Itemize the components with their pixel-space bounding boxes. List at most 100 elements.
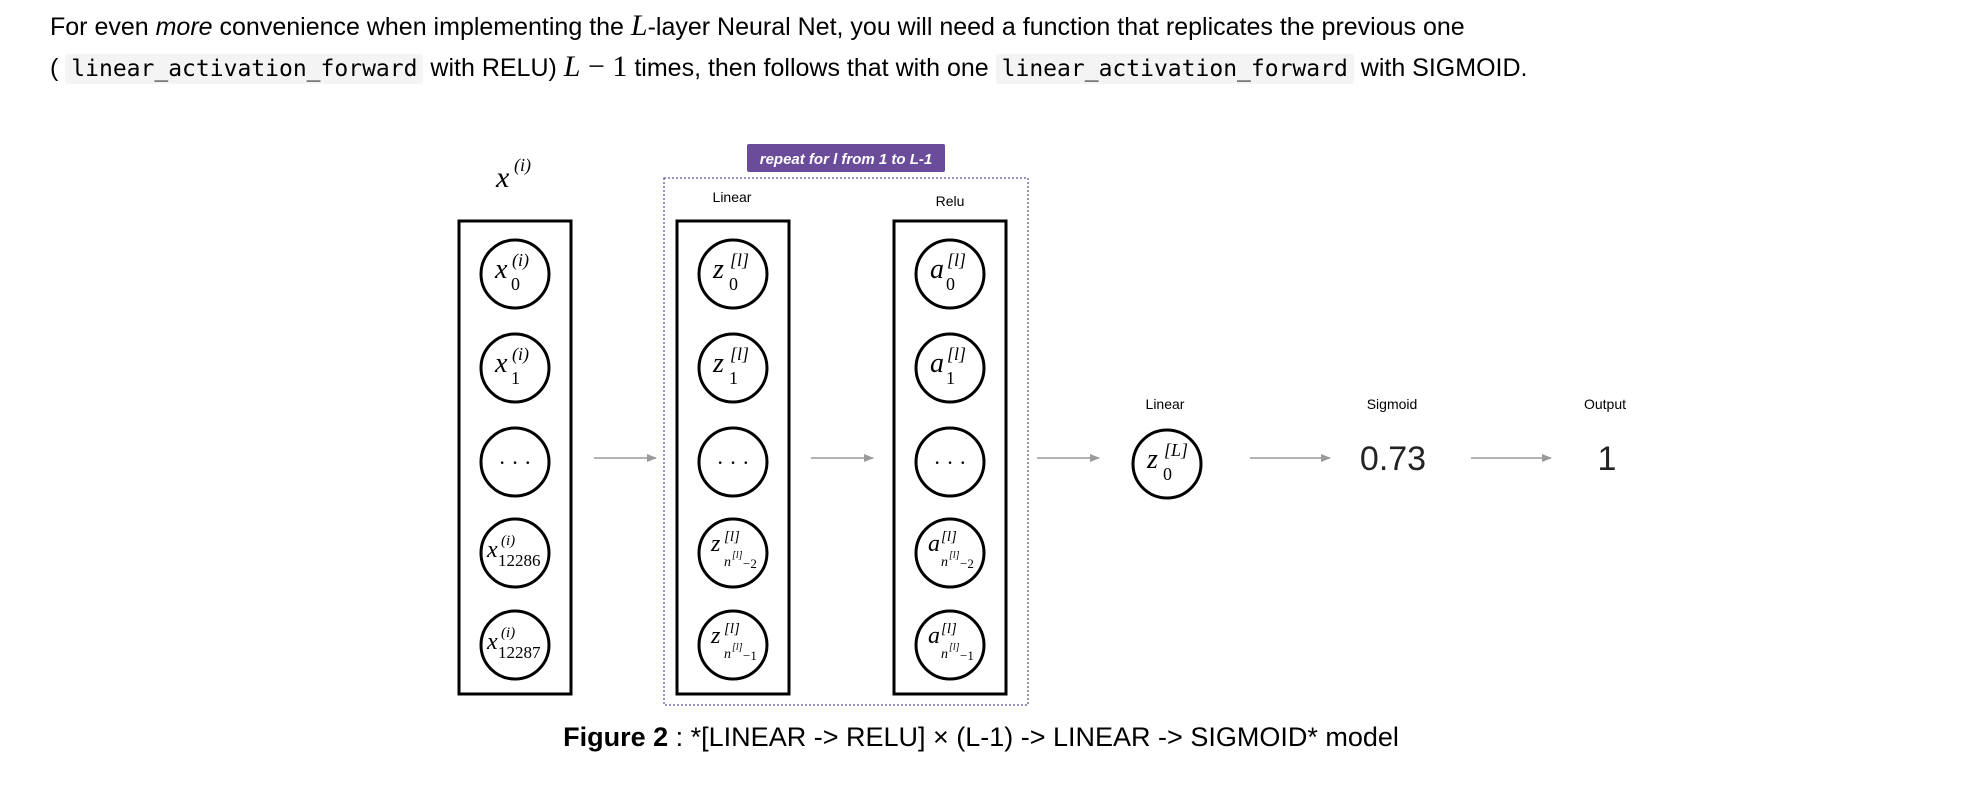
node-sub-tail: −1 — [960, 648, 974, 663]
relu-node: a[l]0 — [914, 238, 986, 310]
node-sub-sup: [l] — [732, 642, 743, 653]
linear-nodes: z[l]0z[l]1· · ·z[l]n[l]−2z[l]n[l]−1 — [697, 238, 769, 681]
node-base: x — [486, 629, 498, 655]
node-sub-sup: [l] — [732, 550, 743, 561]
node-sup: (i) — [512, 250, 529, 271]
node-sub: 1 — [729, 368, 738, 388]
node-base: x — [494, 254, 508, 285]
linear-label: Linear — [713, 189, 752, 205]
node-sub: 1 — [946, 368, 955, 388]
node-sub: n — [941, 647, 948, 662]
relu-node-circle — [914, 426, 986, 498]
relu-label: Relu — [936, 193, 965, 209]
linear-node-circle — [697, 332, 769, 404]
final-linear-node: z[L]0 — [1131, 428, 1203, 500]
node-sub: 0 — [729, 274, 738, 294]
node-sub: 12287 — [498, 643, 541, 662]
node-sub: n — [724, 555, 731, 570]
sigmoid-value: 0.73 — [1360, 440, 1426, 478]
node-sup: [l] — [730, 344, 749, 364]
node-sup: [l] — [941, 621, 957, 637]
input-header: x (i) — [495, 155, 531, 194]
final-linear-label: Linear — [1146, 396, 1185, 412]
node-sup: [l] — [947, 344, 966, 364]
linear-node: z [l] 1 — [697, 332, 769, 404]
intro-paragraph: For even more convenience when implement… — [50, 6, 1930, 89]
linear-node: z[l]n[l]−1 — [697, 609, 769, 681]
node-sup: [l] — [941, 529, 957, 545]
linear-node-circle — [697, 238, 769, 310]
relu-node-circle — [914, 609, 986, 681]
repeat-label-background — [747, 144, 945, 172]
ellipsis-text: · · · — [934, 450, 967, 475]
input-header-base: x — [495, 161, 510, 194]
node-sub-sup: [l] — [949, 550, 960, 561]
node-sub: 0 — [1163, 464, 1172, 484]
linear-node: · · · — [697, 426, 769, 498]
node-sub: 0 — [511, 274, 520, 294]
input-node: x(i)12287 — [479, 609, 551, 681]
node-base: a — [930, 348, 944, 379]
node-sup: (i) — [512, 344, 529, 365]
node-sub-tail: −2 — [743, 556, 757, 571]
figure-caption: Figure 2 : *[LINEAR -> RELU] × (L-1) -> … — [0, 720, 1962, 754]
relu-node-circle — [914, 517, 986, 589]
code-linear-activation-forward: linear_activation_forward — [65, 54, 424, 84]
sigmoid-label: Sigmoid — [1367, 396, 1418, 412]
linear-node-circle — [697, 609, 769, 681]
linear-node: z [l] 0 — [697, 238, 769, 310]
input-node-circle — [479, 517, 551, 589]
input-node: · · · — [479, 426, 551, 498]
input-node-circle — [479, 238, 551, 310]
node-sub-sup: [l] — [949, 642, 960, 653]
relu-node: a[l]n[l]−2 — [914, 517, 986, 589]
input-node-circle — [479, 609, 551, 681]
emphasis-more: more — [155, 13, 213, 41]
node-base: z — [712, 348, 724, 379]
relu-node: · · · — [914, 426, 986, 498]
node-base: z — [710, 623, 721, 649]
relu-node: a[l] 1 — [914, 332, 986, 404]
node-sup: [l] — [947, 250, 966, 270]
relu-node-circle — [914, 238, 986, 310]
linear-node: z[l]n[l]−2 — [697, 517, 769, 589]
math-minus: − — [580, 50, 613, 83]
input-layer-box — [457, 219, 573, 696]
input-node: x(i)12286 — [479, 517, 551, 589]
caption-text: : *[LINEAR -> RELU] × (L-1) -> LINEAR ->… — [668, 722, 1399, 752]
repeat-label: repeat for l from 1 to L-1 — [760, 151, 933, 168]
node-sub: 12286 — [498, 551, 541, 570]
node-sub-tail: −2 — [960, 556, 974, 571]
output-label: Output — [1584, 396, 1626, 412]
node-base: a — [928, 531, 940, 557]
text-run: -layer Neural Net, you will need a funct… — [647, 13, 1465, 41]
relu-node: a[l]n[l]−1 — [914, 609, 986, 681]
node-base: z — [712, 254, 724, 285]
node-base: a — [928, 623, 940, 649]
text-run: For even — [50, 13, 156, 41]
input-node: x(i)1 — [479, 332, 551, 404]
relu-node-circle — [914, 332, 986, 404]
math-L: L — [630, 9, 648, 42]
relu-nodes: a[l]0a[l]1· · ·a[l]n[l]−2a[l]n[l]−1 — [914, 238, 986, 681]
text-run: with SIGMOID. — [1353, 54, 1528, 82]
node-sub: n — [724, 647, 731, 662]
math-L: L — [563, 50, 581, 83]
ellipsis-text: · · · — [717, 450, 750, 475]
node-sub-tail: −1 — [743, 648, 757, 663]
linear-node-circle — [697, 517, 769, 589]
node-base: x — [494, 348, 508, 379]
node-sup: [l] — [724, 529, 740, 545]
linear-layer-box — [675, 219, 791, 696]
math-one: 1 — [612, 50, 628, 83]
node-base: z — [710, 531, 721, 557]
input-node-circle — [479, 426, 551, 498]
text-run: times, then follows that with one — [627, 54, 996, 82]
node-sup: [l] — [730, 250, 749, 270]
code-linear-activation-forward: linear_activation_forward — [995, 54, 1354, 84]
caption-label: Figure 2 — [563, 722, 669, 752]
node-sup: [l] — [724, 621, 740, 637]
node-base: a — [930, 254, 944, 285]
